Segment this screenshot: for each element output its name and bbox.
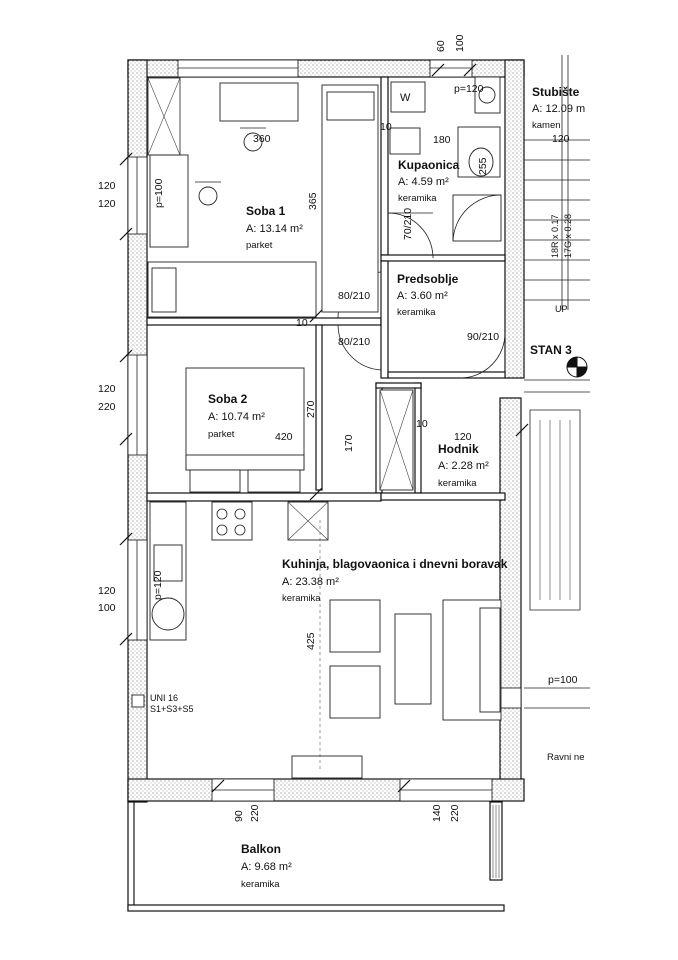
- dim-10b: 10: [296, 317, 308, 329]
- kitchen-furniture: [131, 501, 502, 779]
- dim-80-210a: 80/210: [338, 290, 370, 302]
- dim-100: 100: [454, 34, 466, 52]
- soba1-furniture: [147, 77, 379, 318]
- dim-120d: 120: [98, 585, 116, 597]
- room-name-stubiste: Stubište: [532, 85, 580, 99]
- dim-10c: 10: [416, 418, 428, 430]
- room-area-kuhinja: A: 23.38 m²: [282, 576, 339, 588]
- room-material-kuhinja: keramika: [282, 593, 321, 604]
- stair-going-label: 17G x 0.28: [563, 214, 573, 258]
- uni-label: UNI 16: [150, 693, 178, 703]
- room-area-stubiste: A: 12.09 m: [532, 103, 585, 115]
- dim-180: 180: [433, 134, 451, 146]
- room-area-soba2: A: 10.74 m²: [208, 411, 265, 423]
- bathroom-fixtures: [389, 76, 502, 242]
- dim-p100b: p=100: [548, 674, 578, 686]
- dim-120b: 120: [98, 198, 116, 210]
- stair-rise-label: 18R x 0.17: [550, 214, 560, 258]
- balcony-railing: [489, 801, 503, 881]
- dim-80-210b: 80/210: [338, 336, 370, 348]
- dim-170: 170: [343, 434, 355, 452]
- ravni-label: Ravni ne: [547, 752, 585, 763]
- room-labels: Soba 1 A: 13.14 m² parket Soba 2 A: 10.7…: [208, 85, 585, 890]
- room-area-predsoblje: A: 3.60 m²: [397, 290, 448, 302]
- room-material-stubiste: kamen: [532, 120, 561, 131]
- room-material-balkon: keramika: [241, 879, 280, 890]
- dim-365: 365: [307, 192, 319, 210]
- dim-90-210: 90/210: [467, 331, 499, 343]
- dim-120a: 120: [98, 180, 116, 192]
- dim-360: 360: [253, 133, 271, 145]
- uni-sub-label: S1+S3+S5: [150, 704, 194, 714]
- dimension-labels: 60 100 p=120 360 180 p=100 365 255 10 70…: [98, 34, 578, 822]
- room-material-hodnik: keramika: [438, 478, 477, 489]
- room-material-predsoblje: keramika: [397, 307, 436, 318]
- misc-labels: W STAN 3 UP 18R x 0.17 17G x 0.28 UNI 16…: [150, 92, 585, 763]
- room-material-soba2: parket: [208, 429, 235, 440]
- dim-220-a: 220: [249, 804, 261, 822]
- dim-p100: p=100: [153, 178, 165, 208]
- soba2-furniture: [185, 367, 414, 493]
- room-name-kupaonica: Kupaonica: [398, 158, 460, 172]
- interior-walls: [146, 76, 506, 502]
- dim-270: 270: [305, 400, 317, 418]
- dim-p120-kitchen: p=120: [152, 570, 164, 600]
- apartment-label: STAN 3: [530, 343, 572, 357]
- room-name-kuhinja: Kuhinja, blagovaonica i dnevni boravak: [282, 557, 508, 571]
- dim-220a: 220: [98, 401, 116, 413]
- dim-90: 90: [233, 810, 245, 822]
- room-name-balkon: Balkon: [241, 842, 281, 856]
- room-material-kupaonica: keramika: [398, 193, 437, 204]
- dim-120c: 120: [98, 383, 116, 395]
- dimension-ticks: [119, 63, 529, 793]
- dim-120-stair: 120: [552, 133, 570, 145]
- dim-255: 255: [477, 157, 489, 175]
- dim-120-hodnik: 120: [454, 431, 472, 443]
- room-area-balkon: A: 9.68 m²: [241, 861, 292, 873]
- dim-100b: 100: [98, 602, 116, 614]
- stair-up-label: UP: [555, 304, 568, 314]
- dim-60: 60: [435, 40, 447, 52]
- room-area-hodnik: A: 2.28 m²: [438, 460, 489, 472]
- room-material-soba1: parket: [246, 240, 273, 251]
- staircase: [524, 55, 590, 709]
- room-name-soba1: Soba 1: [246, 204, 286, 218]
- dim-10a: 10: [380, 121, 392, 133]
- dim-70-210: 70/210: [402, 208, 414, 240]
- washing-machine-label: W: [400, 92, 411, 104]
- room-name-hodnik: Hodnik: [438, 442, 479, 456]
- dim-p120: p=120: [454, 83, 484, 95]
- dim-140: 140: [431, 804, 443, 822]
- room-area-kupaonica: A: 4.59 m²: [398, 176, 449, 188]
- dim-425: 425: [305, 632, 317, 650]
- room-area-soba1: A: 13.14 m²: [246, 223, 303, 235]
- windows: [127, 59, 522, 802]
- room-name-soba2: Soba 2: [208, 392, 248, 406]
- room-name-predsoblje: Predsoblje: [397, 272, 459, 286]
- dim-420: 420: [275, 431, 293, 443]
- dim-220-b: 220: [449, 804, 461, 822]
